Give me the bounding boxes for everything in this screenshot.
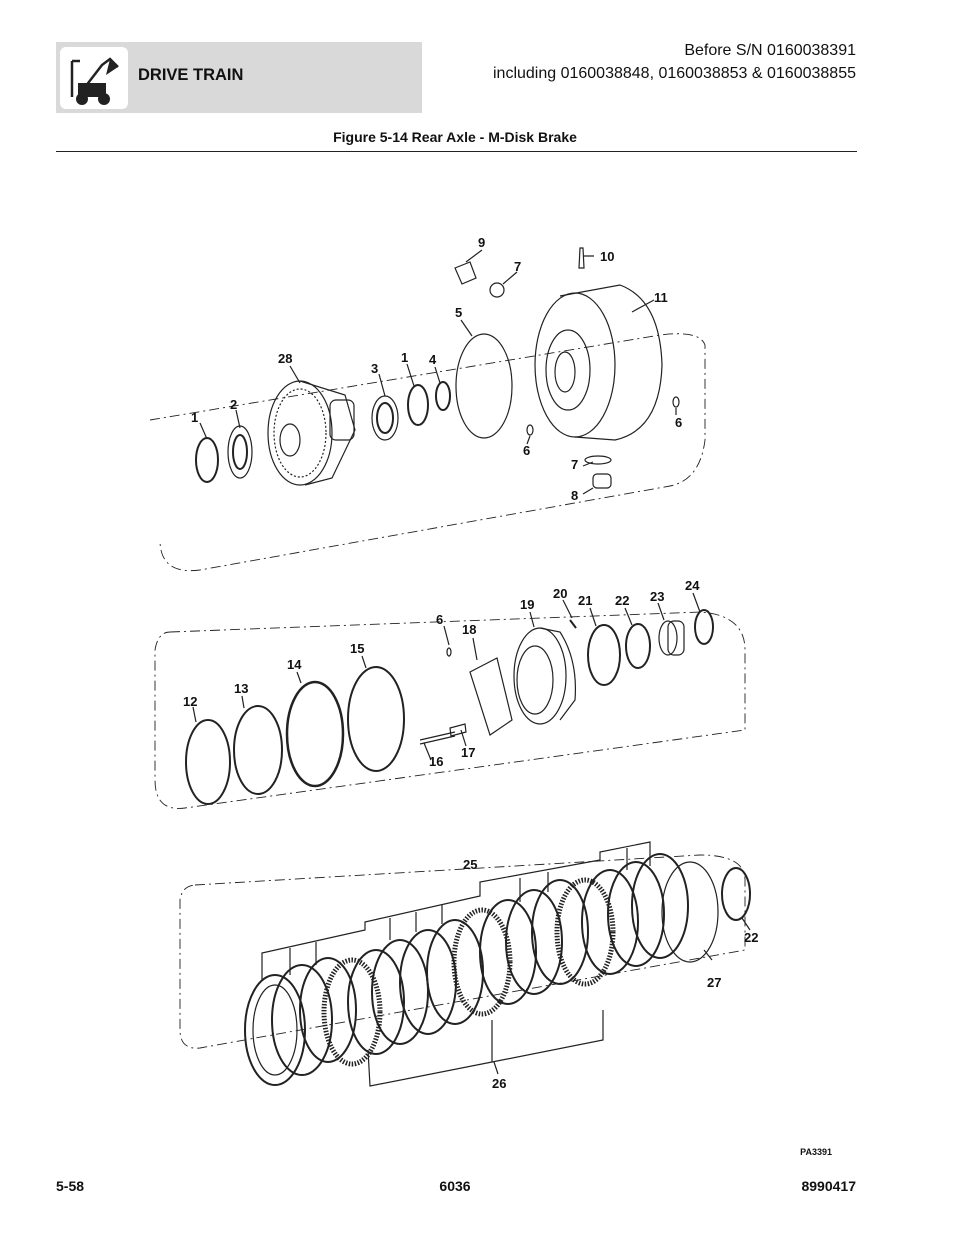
callout-10: 10 — [600, 249, 614, 264]
bracket-26 — [367, 1010, 604, 1087]
callout-3: 3 — [371, 361, 378, 376]
callout-28: 28 — [278, 351, 292, 366]
callout-25: 25 — [463, 857, 477, 872]
bleeder-fitting — [578, 247, 585, 269]
footer-center-code: 6036 — [439, 1178, 471, 1194]
plug — [446, 647, 452, 657]
callout-24: 24 — [685, 578, 700, 593]
callout-11: 11 — [654, 290, 668, 305]
brake-disc-stack — [244, 853, 689, 1086]
retaining-clip — [569, 619, 577, 629]
o-ring-small — [584, 455, 612, 465]
group-outline-upper — [149, 333, 706, 572]
spring — [449, 723, 467, 737]
callout-labels: 1 2 28 3 1 4 5 9 7 10 11 6 6 7 8 6 18 19… — [183, 235, 758, 1091]
callout-4: 4 — [429, 352, 437, 367]
serial-note-line-1: Before S/N 0160038391 — [684, 42, 856, 59]
callout-1: 1 — [401, 350, 408, 365]
o-ring — [455, 333, 513, 439]
section-title: DRIVE TRAIN — [138, 66, 244, 84]
bearing — [227, 425, 253, 479]
callout-6: 6 — [436, 612, 443, 627]
callout-15: 15 — [350, 641, 364, 656]
bracket-25 — [261, 841, 651, 980]
hub-23 — [658, 620, 678, 656]
brake-plate-27 — [661, 861, 719, 963]
callout-7: 7 — [571, 457, 578, 472]
brake-piston — [513, 627, 567, 725]
plug — [672, 396, 680, 408]
snap-ring — [407, 384, 429, 426]
header-banner: DRIVE TRAIN — [56, 42, 422, 113]
callout-12: 12 — [183, 694, 197, 709]
callout-1: 1 — [191, 410, 198, 425]
callout-14: 14 — [287, 657, 302, 672]
figure-code: PA3391 — [800, 1147, 832, 1157]
ring-13 — [233, 705, 283, 795]
callout-2: 2 — [230, 397, 237, 412]
group-outline-middle — [154, 611, 746, 809]
page-number: 5-58 — [56, 1178, 85, 1194]
figure-title: Figure 5-14 Rear Axle - M-Disk Brake — [333, 129, 577, 145]
header-rule — [56, 151, 857, 152]
callout-8: 8 — [571, 488, 578, 503]
breather-plug — [454, 261, 477, 285]
callout-22: 22 — [615, 593, 629, 608]
snap-ring — [195, 437, 219, 483]
planet-carrier — [267, 380, 333, 486]
callout-6: 6 — [675, 415, 682, 430]
callout-23: 23 — [650, 589, 664, 604]
boom-lift-icon — [60, 47, 128, 109]
plug — [526, 424, 534, 436]
ring-12 — [185, 719, 231, 805]
callout-22: 22 — [744, 930, 758, 945]
callout-16: 16 — [429, 754, 443, 769]
callout-26: 26 — [492, 1076, 506, 1091]
document-number: 8990417 — [801, 1178, 856, 1194]
ring-15 — [347, 666, 405, 772]
o-ring-small — [489, 282, 505, 298]
seal-21 — [587, 624, 621, 686]
callout-9: 9 — [478, 235, 485, 250]
callout-17: 17 — [461, 745, 475, 760]
callout-27: 27 — [707, 975, 721, 990]
snap-ring-24 — [694, 609, 714, 645]
serial-note-line-2: including 0160038848, 0160038853 & 01600… — [492, 65, 856, 82]
callout-19: 19 — [520, 597, 534, 612]
group-outline-lower — [179, 854, 746, 1049]
seal-22 — [625, 623, 651, 669]
seal-22 — [721, 867, 751, 921]
callout-13: 13 — [234, 681, 248, 696]
drain-plug — [592, 473, 612, 489]
thrust-washer — [435, 381, 451, 411]
callout-5: 5 — [455, 305, 462, 320]
callout-21: 21 — [578, 593, 592, 608]
callout-6: 6 — [523, 443, 530, 458]
gasket-plate — [469, 657, 513, 736]
pin — [419, 731, 456, 745]
ring-14 — [285, 680, 345, 788]
callout-20: 20 — [553, 586, 567, 601]
callout-7: 7 — [514, 259, 521, 274]
callout-18: 18 — [462, 622, 476, 637]
